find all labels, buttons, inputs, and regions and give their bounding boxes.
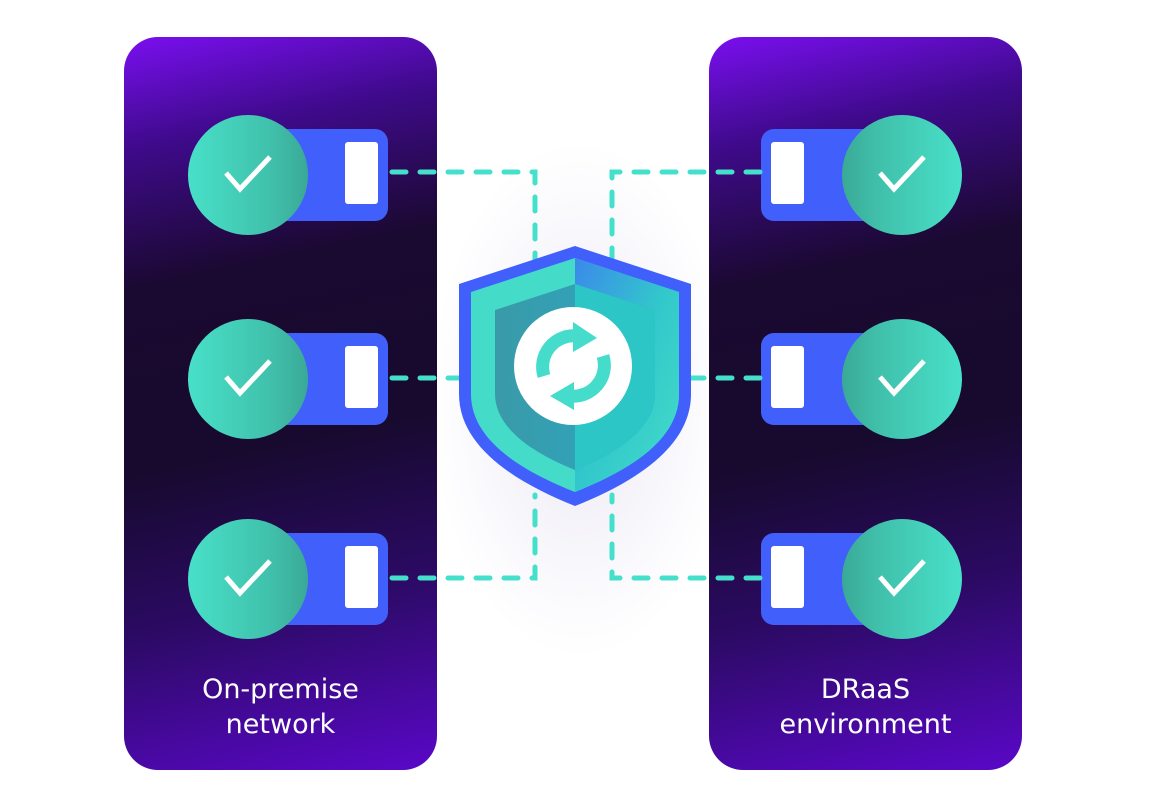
connector-bottom-right: [609, 492, 763, 581]
check-icon: [188, 519, 308, 639]
check-icon: [188, 319, 308, 439]
check-icon: [842, 519, 962, 639]
sync-arrows-icon: [536, 329, 611, 403]
check-icon: [842, 319, 962, 439]
check-icon: [842, 115, 962, 235]
draas-panel: DRaaS environment: [709, 37, 1022, 770]
drive-slot: [345, 142, 378, 204]
check-icon: [188, 115, 308, 235]
sync-circle: [514, 307, 632, 425]
panel-label: DRaaS environment: [779, 674, 952, 740]
panel-label: On-premise network: [202, 674, 359, 740]
drive-slot: [771, 346, 804, 408]
drive-slot: [771, 142, 804, 204]
on-premise-panel: On-premise network: [124, 37, 437, 770]
shield-sync-icon: [459, 246, 691, 506]
connector-top-left: [389, 169, 538, 265]
drive-slot: [771, 546, 804, 608]
connector-top-right: [609, 169, 763, 265]
connector-bottom-left: [389, 492, 538, 581]
drive-slot: [345, 346, 378, 408]
drive-slot: [345, 546, 378, 608]
